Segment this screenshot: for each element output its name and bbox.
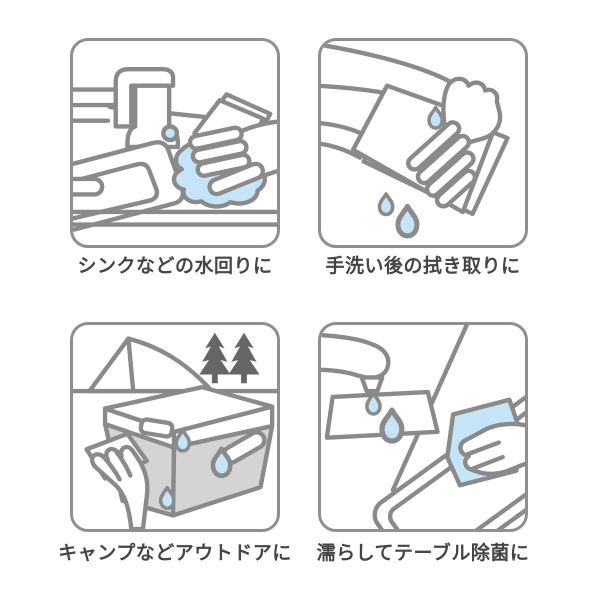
sink-faucet-wipe-icon	[73, 66, 277, 233]
panel-hands	[318, 38, 528, 248]
cooler-latch	[138, 417, 175, 439]
water-drop-icon	[377, 105, 444, 239]
wiping-hand	[458, 421, 525, 476]
wipe-sheet	[324, 389, 440, 440]
caption-table: 濡らしてテーブル除菌に	[316, 543, 530, 564]
hand-drying-wipe-icon	[321, 42, 510, 239]
wiping-hand	[89, 444, 150, 529]
pine-trees-icon	[199, 332, 260, 384]
water-drop-icon	[161, 124, 180, 143]
water-drop-icon	[158, 428, 233, 510]
camping-cooler-wipe-icon	[73, 332, 277, 529]
faucet-icon	[321, 332, 391, 394]
caption-hands: 手洗い後の拭き取りに	[325, 256, 521, 277]
caption-sink: シンクなどの水回りに	[77, 256, 273, 277]
panel-table	[318, 322, 528, 532]
wiping-hand	[187, 119, 277, 197]
water-drop-icon	[365, 391, 405, 444]
panel-sink	[70, 38, 280, 248]
wet-table-sanitize-icon	[321, 325, 525, 529]
sink-basin	[73, 140, 186, 233]
dried-hand	[406, 76, 503, 209]
caption-outdoor: キャンプなどアウトドアに	[58, 543, 292, 564]
panel-outdoor	[70, 322, 280, 532]
tent-icon	[87, 336, 215, 394]
